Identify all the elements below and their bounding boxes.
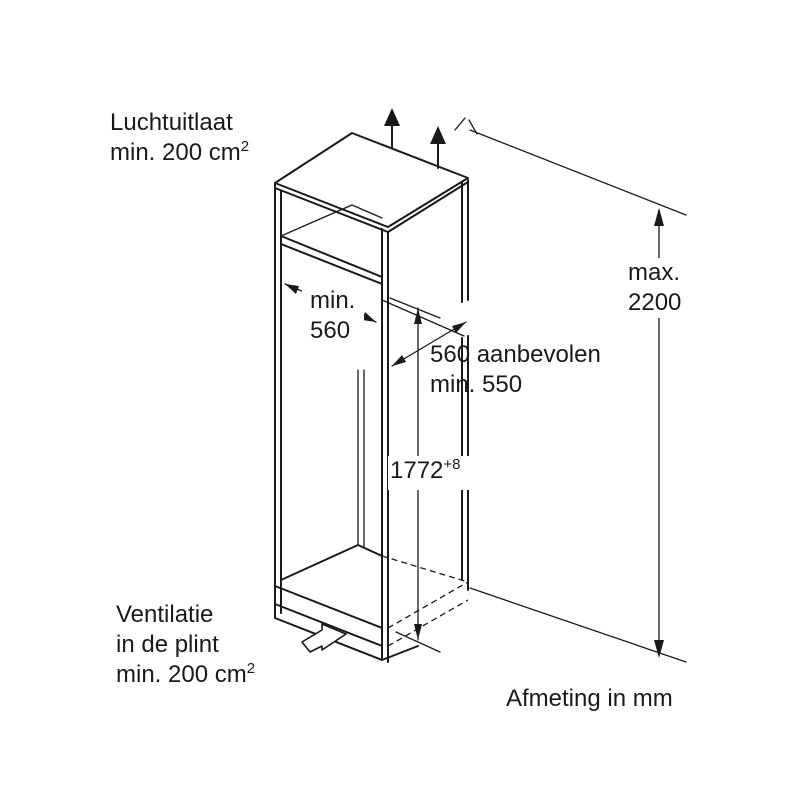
depth-min: min. 550	[430, 371, 523, 398]
ventilation-arrow-icon	[301, 623, 347, 653]
ventilation-area-exponent: 2	[246, 660, 256, 677]
unit-note: Afmeting in mm	[506, 685, 673, 712]
air-outlet-arrow-icon	[384, 108, 446, 169]
inner-width-value: 560	[310, 317, 351, 344]
max-height-dimension	[454, 117, 692, 663]
depth-dimension	[381, 299, 467, 367]
ventilation-title: Ventilatie	[116, 601, 214, 628]
ventilation-area: min. 200 cm2	[116, 660, 255, 690]
max-height-label: max. 2200	[628, 258, 681, 318]
inner-width-label: min. 560	[310, 286, 355, 346]
depth-label: 560 aanbevolen min. 550	[430, 340, 601, 400]
ventilation-area-value: min. 200 cm	[116, 661, 247, 688]
ventilation-label: Ventilatie in de plint min. 200 cm2	[116, 600, 255, 690]
ventilation-location: in de plint	[116, 631, 219, 658]
cabinet-outline	[274, 132, 469, 663]
inner-width-word: min.	[310, 287, 356, 314]
niche-height-tolerance: +8	[443, 456, 461, 473]
air-outlet-area-value: min. 200 cm	[110, 139, 241, 166]
air-outlet-area: min. 200 cm2	[110, 138, 249, 168]
air-outlet-area-exponent: 2	[240, 138, 250, 155]
inner-width-dimension	[284, 283, 377, 344]
niche-height-label: 1772+8	[390, 456, 461, 486]
max-height-value: 2200	[628, 289, 682, 316]
depth-recommended: 560 aanbevolen	[430, 341, 601, 368]
air-outlet-label: Luchtuitlaat min. 200 cm2	[110, 108, 249, 168]
max-height-word: max.	[628, 259, 681, 286]
air-outlet-title: Luchtuitlaat	[110, 109, 233, 136]
niche-height-value: 1772	[390, 457, 444, 484]
